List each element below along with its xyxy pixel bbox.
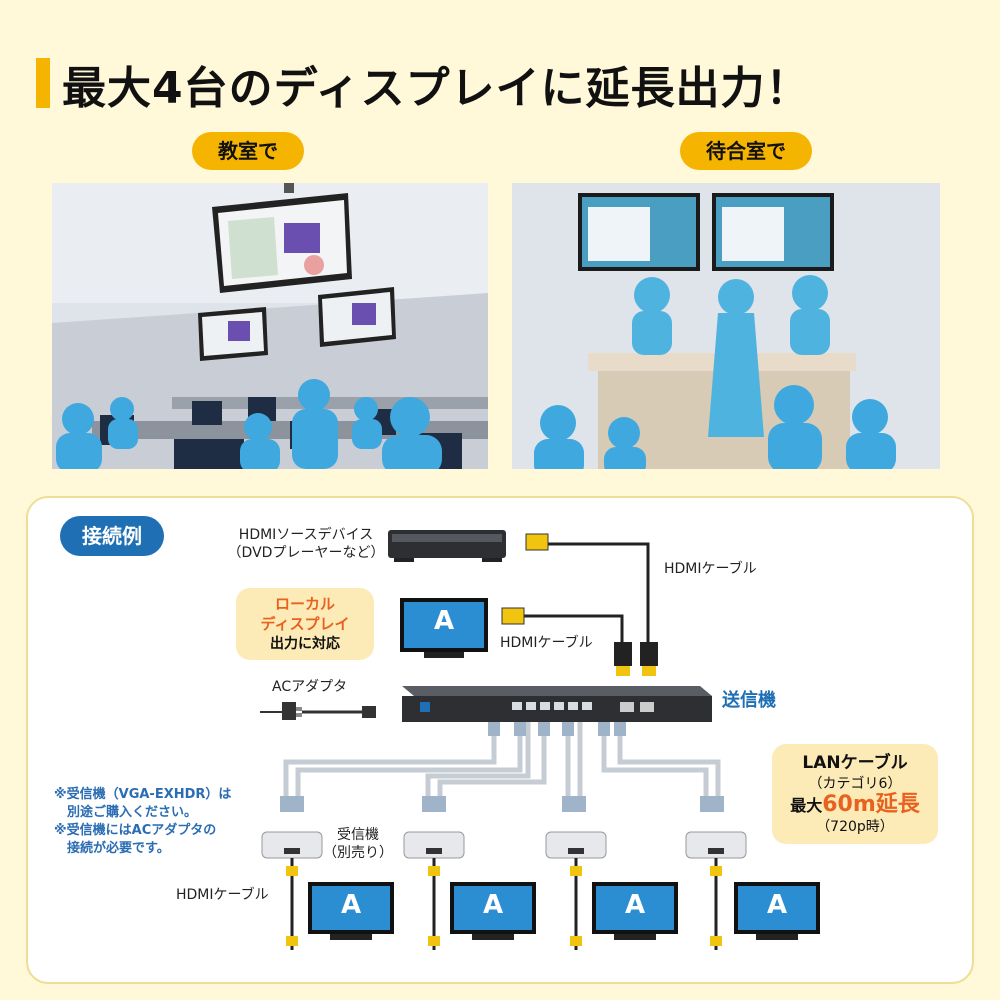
monitor-4-letter: A	[766, 890, 788, 920]
monitor-1-letter: A	[340, 890, 362, 920]
monitor-3-letter: A	[624, 890, 646, 920]
monitor-2	[450, 882, 536, 940]
receiver-label: 受信機 （別売り）	[323, 827, 393, 861]
monitor-3	[592, 882, 678, 940]
notes: ※受信機（VGA-EXHDR）は 別途ご購入ください。 ※受信機にはACアダプタ…	[54, 787, 232, 856]
local-display-callout: ローカル ディスプレイ 出力に対応	[236, 588, 374, 660]
page-title: 最大4台のディスプレイに延長出力！	[62, 63, 811, 114]
small-monitor-left	[198, 307, 268, 361]
receiver-box-1	[261, 831, 323, 859]
receiver-box-3	[545, 831, 607, 859]
waiting-room-illustration	[512, 183, 940, 469]
receiver-box-2	[403, 831, 465, 859]
ac-adapter-label: ACアダプタ	[272, 679, 348, 695]
wall-monitor-right	[712, 193, 834, 271]
wall-monitor-left	[578, 193, 700, 271]
receiver-box-4	[685, 831, 747, 859]
local-display-letter: A	[433, 606, 455, 636]
monitor-2-letter: A	[482, 890, 504, 920]
hdmi-cable-local-label: HDMIケーブル	[500, 635, 593, 651]
scene-label-classroom: 教室で	[192, 132, 304, 170]
hdmi-cable-bottom-label: HDMIケーブル	[176, 887, 269, 903]
scene-label-waiting-room: 待合室で	[680, 132, 812, 170]
title-accent-bar	[36, 58, 50, 108]
classroom-illustration	[52, 183, 488, 469]
monitor-1	[308, 882, 394, 940]
source-device-label: HDMIソースデバイス （DVDプレーヤーなど）	[227, 527, 385, 561]
local-display-monitor	[400, 598, 488, 658]
hdmi-cable-top-label: HDMIケーブル	[664, 561, 757, 577]
transmitter-label: 送信機	[722, 690, 776, 711]
small-monitor-right	[318, 287, 396, 347]
ac-adapter-icon	[260, 702, 376, 720]
transmitter-box	[402, 686, 712, 722]
lan-cable-callout: LANケーブル （カテゴリ6） 最大60m延長 （720p時）	[772, 744, 938, 844]
monitor-4	[734, 882, 820, 940]
dvd-player-icon	[388, 530, 506, 562]
large-ceiling-monitor	[212, 193, 352, 293]
connection-example-heading: 接続例	[60, 516, 164, 556]
